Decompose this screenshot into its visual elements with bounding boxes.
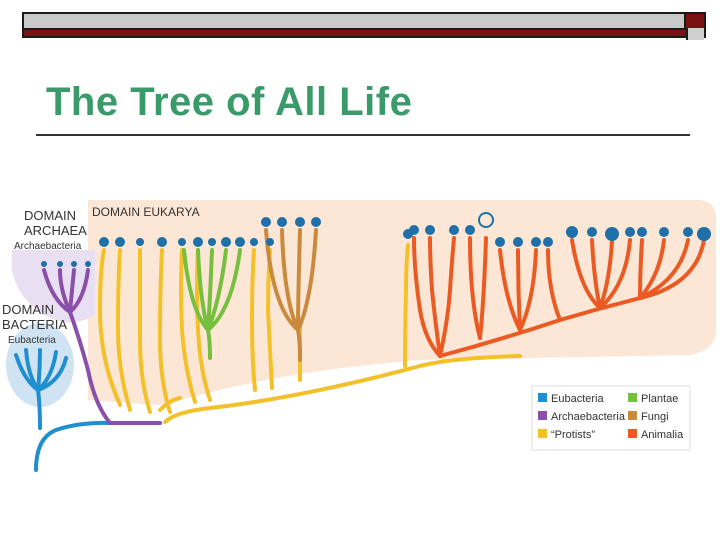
legend-label: Animalia: [641, 429, 684, 441]
archaea-branches: [42, 268, 162, 425]
legend-label: Fungi: [641, 411, 669, 423]
legend-swatch: [538, 429, 547, 438]
archaea-label-line1: DOMAIN: [24, 208, 76, 223]
bacteria-label-line2: BACTERIA: [2, 317, 67, 332]
animalia-branches: [412, 236, 706, 358]
archaea-label-sub: Archaebacteria: [14, 241, 82, 252]
legend-swatch: [628, 393, 637, 402]
archaea-label-line2: ARCHAEA: [24, 223, 87, 238]
archaea-label: DOMAIN ARCHAEA Archaebacteria: [14, 208, 87, 252]
fungi-branches: [264, 228, 318, 362]
legend-label: Eubacteria: [551, 393, 604, 405]
protist-branches: [97, 243, 522, 424]
legend-label: “Protists”: [551, 429, 595, 441]
slide-top-bar: [22, 12, 706, 40]
legend-swatch: [538, 393, 547, 402]
legend-swatch: [538, 411, 547, 420]
legend-swatch: [628, 429, 637, 438]
legend-label: Plantae: [641, 393, 678, 405]
bacteria-label: DOMAIN BACTERIA Eubacteria: [2, 302, 67, 346]
legend-swatch: [628, 411, 637, 420]
eukarya-background: [88, 200, 716, 405]
bacteria-label-line1: DOMAIN: [2, 302, 54, 317]
eukarya-label: DOMAIN EUKARYA: [92, 205, 200, 219]
top-bar-square-lower: [686, 28, 704, 40]
bacteria-label-sub: Eubacteria: [8, 335, 56, 346]
top-bar-strip: [24, 14, 704, 30]
plantae-branches: [182, 248, 242, 360]
eubacteria-branches: [14, 348, 112, 472]
tree-of-life-diagram: DOMAIN ARCHAEA Archaebacteria DOMAIN BAC…: [2, 200, 716, 472]
slide-title: The Tree of All Life: [46, 80, 413, 124]
legend-label: Archaebacteria: [551, 411, 626, 423]
title-underline: [36, 134, 690, 136]
organism-icons: [41, 212, 711, 267]
legend-box: [531, 385, 691, 451]
